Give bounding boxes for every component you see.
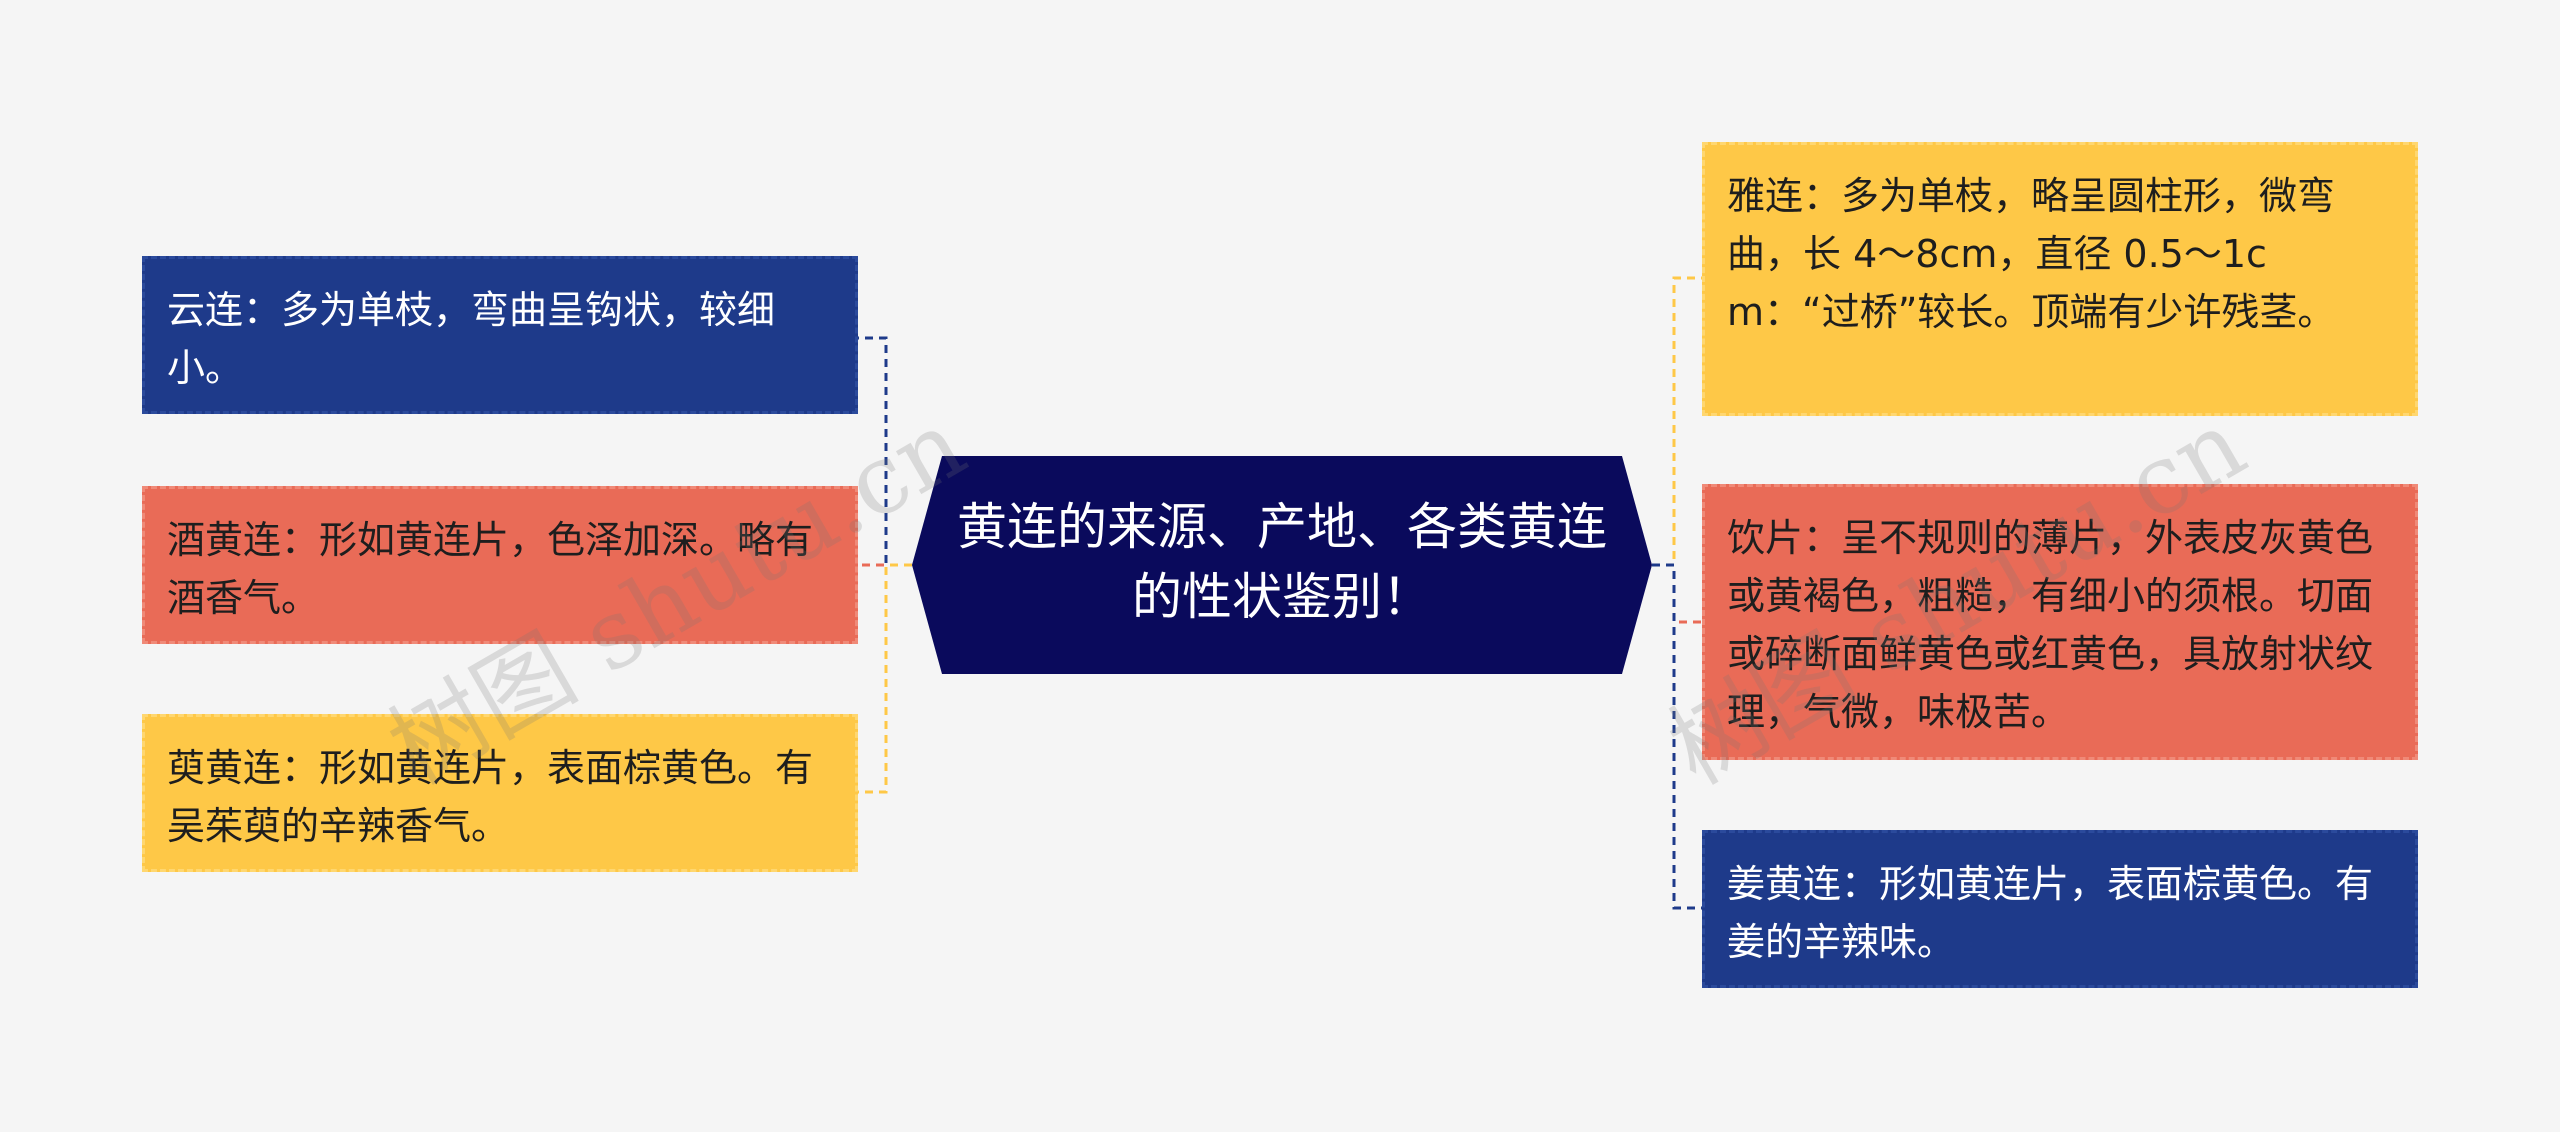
connector-right-2 <box>1652 563 1702 624</box>
right-node-yinpian[interactable]: 饮片：呈不规则的薄片，外表皮灰黄色或黄褐色，粗糙，有细小的须根。切面或碎断面鲜黄… <box>1702 484 2418 760</box>
left-node-yuhuanglian-text: 萸黄连：形如黄连片，表面棕黄色。有吴茱萸的辛辣香气。 <box>167 746 814 848</box>
left-node-jiuhuanglian[interactable]: 酒黄连：形如黄连片，色泽加深。略有酒香气。 <box>142 486 858 644</box>
left-node-yunlian[interactable]: 云连：多为单枝，弯曲呈钩状，较细小。 <box>142 256 858 414</box>
left-node-yuhuanglian[interactable]: 萸黄连：形如黄连片，表面棕黄色。有吴茱萸的辛辣香气。 <box>142 714 858 872</box>
connector-left-1 <box>858 336 912 567</box>
left-node-yunlian-text: 云连：多为单枝，弯曲呈钩状，较细小。 <box>167 288 776 390</box>
connector-right-1 <box>1652 276 1702 567</box>
left-node-jiuhuanglian-text: 酒黄连：形如黄连片，色泽加深。略有酒香气。 <box>167 518 814 620</box>
center-hexagon-shape <box>912 456 1652 674</box>
center-topic-title: 黄连的来源、产地、各类黄连的性状鉴别！ <box>957 498 1607 626</box>
right-node-jianghuanglian[interactable]: 姜黄连：形如黄连片，表面棕黄色。有姜的辛辣味。 <box>1702 830 2418 988</box>
connector-right-3 <box>1652 563 1702 910</box>
right-node-yinpian-text: 饮片：呈不规则的薄片，外表皮灰黄色或黄褐色，粗糙，有细小的须根。切面或碎断面鲜黄… <box>1727 516 2374 734</box>
center-topic[interactable]: 黄连的来源、产地、各类黄连的性状鉴别！ <box>912 456 1652 674</box>
right-node-yalian[interactable]: 雅连：多为单枝，略呈圆柱形，微弯曲，长 4～8cm，直径 0.5～1cm：“过桥… <box>1702 142 2418 416</box>
connector-left-3 <box>858 563 912 794</box>
right-node-jianghuanglian-text: 姜黄连：形如黄连片，表面棕黄色。有姜的辛辣味。 <box>1727 862 2374 964</box>
right-node-yalian-text: 雅连：多为单枝，略呈圆柱形，微弯曲，长 4～8cm，直径 0.5～1cm：“过桥… <box>1727 174 2336 334</box>
